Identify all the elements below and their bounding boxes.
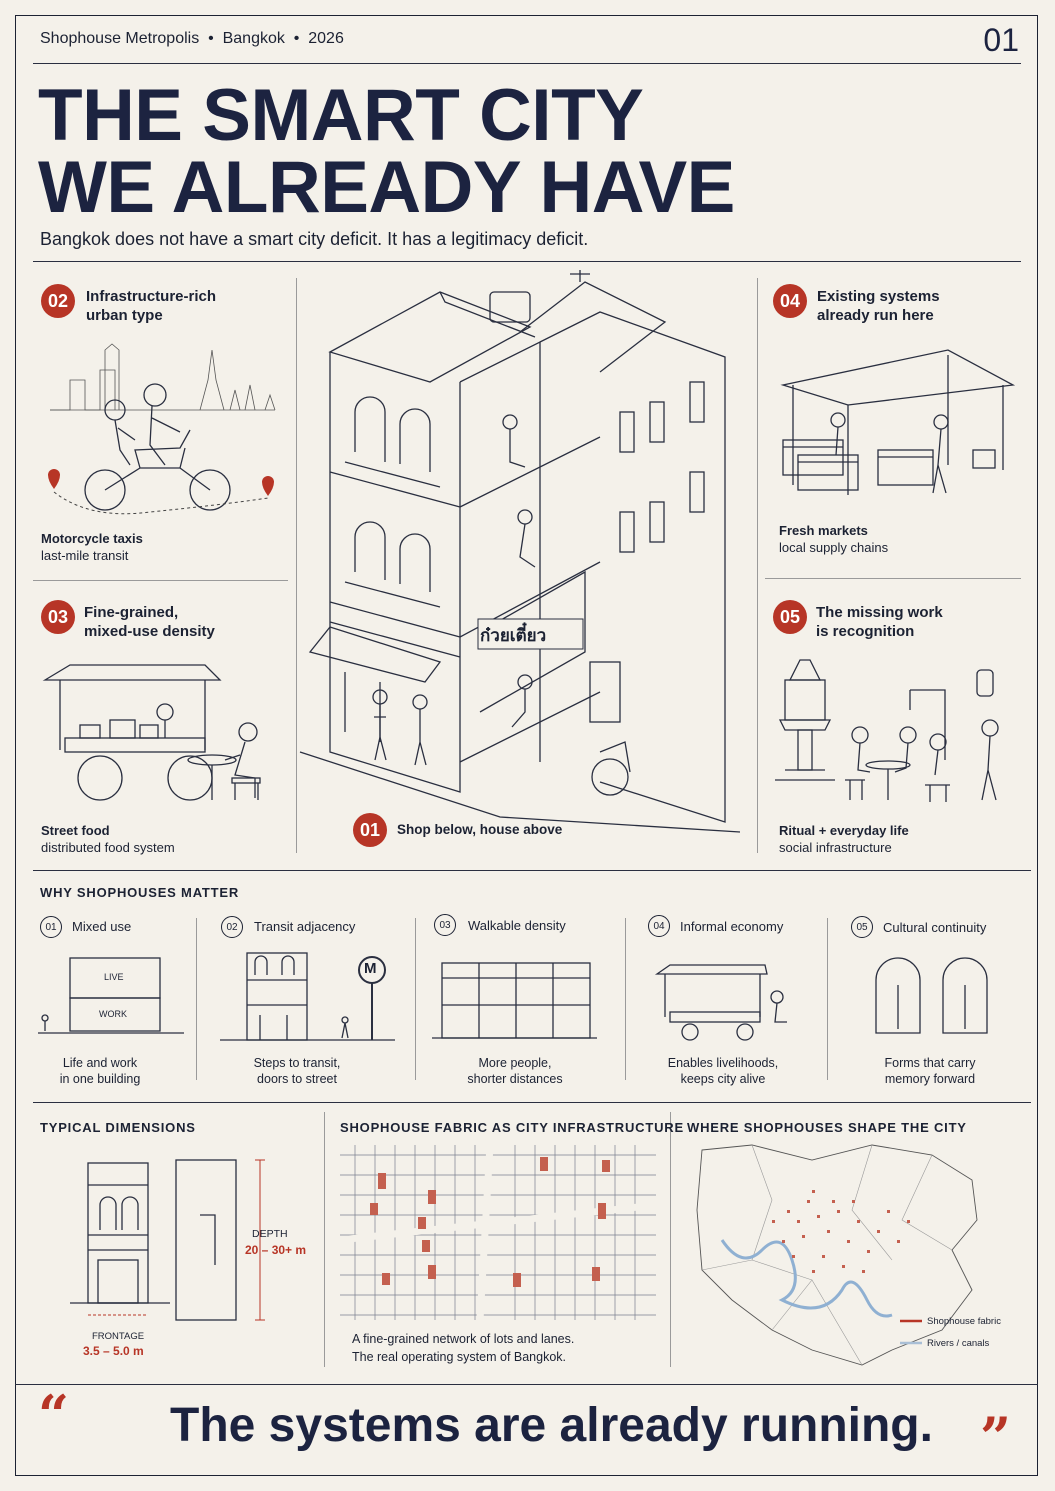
informal-economy-diagram xyxy=(654,964,787,1041)
open-quote-mark: “ xyxy=(38,1383,70,1447)
panel-04-caption-sub: local supply chains xyxy=(779,540,889,555)
dimension-drawings xyxy=(70,1159,265,1321)
noodle-shop-sign: ก๋วยเตี๋ยว xyxy=(480,626,547,646)
street-food-cart-illustration xyxy=(42,664,261,801)
panel-03-caption-title: Street food xyxy=(41,823,110,838)
depth-value: 20 – 30+ m xyxy=(245,1243,307,1257)
divider xyxy=(33,580,288,581)
why-item-5-caption: Forms that carry memory forward xyxy=(884,1056,976,1086)
walkable-density-diagram xyxy=(432,962,597,1039)
dimensions-heading: TYPICAL DIMENSIONS xyxy=(40,1120,196,1135)
page-number: 01 xyxy=(983,22,1019,58)
panel-02-caption-title: Motorcycle taxis xyxy=(41,531,143,546)
panel-05-badge: 05 xyxy=(773,600,807,634)
why-item-3-caption: More people, shorter distances xyxy=(467,1056,563,1086)
page-subtitle: Bangkok does not have a smart city defic… xyxy=(40,229,589,249)
panel-05-title: The missing work is recognition xyxy=(816,604,943,640)
why-item-1-number: 01 xyxy=(40,916,62,938)
divider xyxy=(670,1112,671,1367)
section-rule xyxy=(33,1102,1031,1103)
divider xyxy=(196,918,197,1080)
panel-04-badge: 04 xyxy=(773,284,807,318)
mixed-use-diagram xyxy=(38,957,184,1034)
depth-label: DEPTH xyxy=(252,1228,288,1240)
panel-02-caption-sub: last-mile transit xyxy=(41,548,129,563)
why-item-4-caption: Enables livelihoods, keeps city alive xyxy=(667,1056,779,1086)
metro-sign-icon: M xyxy=(364,960,377,977)
panel-02-badge: 02 xyxy=(41,284,75,318)
footer-rule xyxy=(15,1384,1038,1385)
closing-quote: The systems are already running. xyxy=(170,1399,933,1452)
panel-04-title: Existing systems already run here xyxy=(817,288,940,324)
legend-rivers-canals: Rivers / canals xyxy=(927,1338,990,1349)
publication-meta: Shophouse Metropolis • Bangkok • 2026 xyxy=(40,30,344,47)
why-item-1-caption: Life and work in one building xyxy=(59,1056,141,1086)
panel-04-caption-title: Fresh markets xyxy=(779,523,868,538)
shophouse-fabric-map xyxy=(339,1144,657,1321)
panel-03-title: Fine-grained, mixed-use density xyxy=(84,604,215,640)
divider xyxy=(757,278,758,853)
why-item-4-number: 04 xyxy=(648,915,670,937)
panel-01-badge: 01 xyxy=(353,813,387,847)
title-line-2: WE ALREADY HAVE xyxy=(38,147,735,228)
ritual-everyday-life-illustration xyxy=(775,659,999,802)
why-item-3-number: 03 xyxy=(434,914,456,936)
divider xyxy=(324,1112,325,1367)
arched-windows-diagram xyxy=(875,957,988,1034)
page-title: THE SMART CITY WE ALREADY HAVE xyxy=(38,75,735,228)
motorcycle-taxi-illustration xyxy=(48,343,276,515)
shophouse-isometric-illustration xyxy=(299,270,741,833)
live-label: LIVE xyxy=(104,972,124,982)
why-heading: WHY SHOPHOUSES MATTER xyxy=(40,885,240,900)
panel-03-caption-sub: distributed food system xyxy=(41,840,175,855)
why-item-4-title: Informal economy xyxy=(680,919,784,934)
legend-shophouse-fabric: Shophouse fabric xyxy=(927,1316,1001,1327)
divider xyxy=(296,278,297,853)
why-item-3-title: Walkable density xyxy=(468,918,566,933)
why-item-2-caption: Steps to transit, doors to street xyxy=(253,1056,341,1086)
header-rule xyxy=(33,63,1021,64)
bangkok-map xyxy=(696,1144,978,1366)
panel-02-title: Infrastructure-rich urban type xyxy=(86,288,217,324)
why-item-2-title: Transit adjacency xyxy=(254,919,356,934)
fabric-heading: SHOPHOUSE FABRIC AS CITY INFRASTRUCTURE xyxy=(340,1120,684,1135)
frontage-value: 3.5 – 5.0 m xyxy=(83,1344,144,1358)
section-rule xyxy=(33,870,1031,871)
why-item-5-number: 05 xyxy=(851,916,873,938)
divider xyxy=(625,918,626,1080)
panel-05-caption-title: Ritual + everyday life xyxy=(779,823,909,838)
title-line-1: THE SMART CITY xyxy=(38,75,644,156)
why-item-5-title: Cultural continuity xyxy=(883,920,987,935)
fabric-caption: A fine-grained network of lots and lanes… xyxy=(352,1332,575,1364)
work-label: WORK xyxy=(99,1009,127,1019)
panel-05-caption-sub: social infrastructure xyxy=(779,840,892,855)
panel-01-title: Shop below, house above xyxy=(397,822,563,837)
why-item-2-number: 02 xyxy=(221,916,243,938)
panel-03-badge: 03 xyxy=(41,600,75,634)
divider xyxy=(827,918,828,1080)
transit-adjacency-diagram xyxy=(220,952,395,1041)
page-frame xyxy=(15,15,1038,1476)
divider xyxy=(765,578,1021,579)
map-heading: WHERE SHOPHOUSES SHAPE THE CITY xyxy=(687,1120,967,1135)
fresh-market-illustration xyxy=(780,349,1016,495)
divider xyxy=(415,918,416,1080)
close-quote-mark: ” xyxy=(980,1405,1012,1469)
subtitle-rule xyxy=(33,261,1021,262)
frontage-label: FRONTAGE xyxy=(92,1331,145,1342)
why-item-1-title: Mixed use xyxy=(72,919,132,934)
